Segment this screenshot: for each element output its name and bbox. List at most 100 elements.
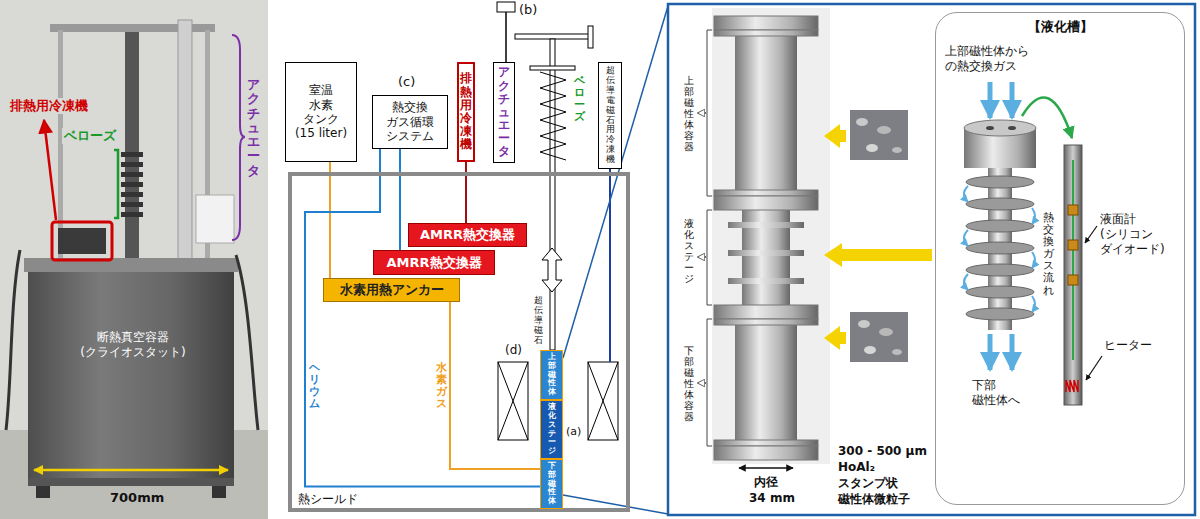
box-label: 液化 ステージ — [548, 403, 556, 456]
schematic-part — [505, 12, 507, 62]
detail-panel-part — [728, 278, 804, 284]
magnet-refrigerator-box: 超伝導電磁石用冷凍機 — [598, 62, 622, 169]
part-label: ベローズ — [574, 75, 585, 123]
box-label: 【液化槽】 — [936, 19, 1184, 35]
detail-panel-part — [714, 190, 818, 196]
tank-illustration-part — [1032, 252, 1035, 268]
tank-illustration-part — [988, 82, 993, 118]
cryostat-photo-part — [121, 192, 143, 197]
helium-line — [305, 149, 540, 487]
detail-panel-part — [714, 16, 818, 30]
tank-illustration-part — [1010, 82, 1015, 118]
hydrogen-line — [450, 302, 540, 469]
tank-illustration-part — [1022, 97, 1072, 138]
detail-panel-part — [668, 4, 1195, 515]
detail-panel-part — [877, 126, 891, 134]
schematic-part — [515, 34, 592, 39]
detail-panel-part — [714, 319, 818, 325]
system-box: 熱交換 ガス循環 システム — [372, 95, 448, 149]
hydrogen-line — [329, 162, 331, 278]
detail-panel-part — [892, 147, 902, 153]
photo-label: 断熱真空容器 (クライオスタット) — [72, 330, 194, 360]
schematic-part — [498, 362, 528, 440]
callout-letter: (d) — [505, 343, 522, 358]
part-label: ヒーター — [1104, 338, 1152, 353]
cryostat-photo-part — [52, 222, 112, 260]
detail-panel-part — [739, 467, 793, 469]
tank-illustration-part — [988, 334, 993, 370]
tank-illustration-part — [964, 120, 1036, 136]
box-label: アクチュエータ — [498, 66, 510, 158]
box-label: 室温 水素 タンク — [301, 83, 341, 126]
tank-illustration-part — [1032, 296, 1035, 312]
tank-illustration-part — [1086, 356, 1102, 380]
amrr-heat-exchanger: AMRR熱交換器 — [373, 250, 495, 275]
tank-illustration-part — [966, 286, 1034, 298]
detail-panel-part — [856, 118, 868, 126]
cryostat-photo-part — [28, 268, 234, 483]
detail-panel-part — [698, 382, 706, 384]
cryostat-photo-part — [58, 228, 106, 254]
schematic-part — [550, 39, 555, 350]
box-label: 水素用熱アンカー — [340, 282, 444, 298]
detail-panel-part — [735, 18, 797, 203]
cryostat-photo-part — [121, 172, 143, 177]
detail-panel-part — [714, 446, 818, 460]
part-label: 下部 磁性体容器 — [684, 345, 694, 422]
detail-panel-part — [824, 124, 846, 148]
flow-label: 熱交換ガス流れ — [1043, 212, 1054, 297]
tank-illustration-part — [966, 242, 1034, 254]
detail-panel — [668, 4, 1195, 515]
box-label: 下部 磁性体 — [548, 462, 556, 506]
detail-panel-part — [707, 319, 712, 446]
detail-panel-part — [858, 320, 870, 328]
detail-panel-part — [850, 110, 908, 160]
box-label: (15 liter) — [295, 126, 347, 140]
box-label: 熱交換 ガス循環 システム — [380, 100, 440, 143]
part-label: 液面計 (シリコン ダイオード) — [1100, 212, 1178, 257]
schematic-part — [609, 162, 611, 362]
box-label: 排熱用冷凍機 — [460, 72, 472, 151]
detail-panel-part — [892, 349, 902, 355]
callout-letter: (b) — [519, 2, 537, 18]
schematic-part — [588, 362, 618, 440]
amrr-heat-exchanger: AMRR熱交換器 — [408, 223, 527, 247]
cryostat-photo-part — [212, 486, 226, 498]
line-label: ヘリウム — [309, 362, 320, 410]
cryostat-photo-part — [28, 478, 234, 486]
material-label: 300 - 500 μm — [838, 444, 927, 459]
tank-illustration-part — [1068, 240, 1078, 250]
detail-panel-part — [714, 440, 818, 446]
material-label: 磁性体微粒子 — [838, 492, 910, 507]
box-label: 上部 磁性体 — [548, 353, 556, 397]
detail-panel-part — [707, 30, 712, 196]
tank-illustration-part — [966, 220, 1034, 232]
detail-panel-part — [707, 210, 712, 305]
box-label: 熱シールド — [298, 492, 358, 506]
cryostat-photo-part — [0, 0, 268, 519]
liquefaction-stage: 液化 ステージ — [540, 400, 563, 459]
cryostat-photo-part — [114, 150, 118, 218]
photo-label: アクチュエータ — [247, 78, 260, 178]
liquefaction-tank: 【液化槽】 — [935, 12, 1185, 505]
tank-illustration-part — [1064, 145, 1082, 405]
detail-panel-part — [714, 305, 818, 319]
detail-panel-part — [850, 312, 908, 362]
schematic-part — [497, 2, 515, 12]
helium-line — [399, 149, 401, 250]
dimension-label: 700mm — [110, 490, 164, 506]
schematic-part — [498, 362, 528, 440]
tank-illustration — [964, 82, 1102, 405]
material-label: HoAl₂ — [838, 460, 875, 475]
detail-panel-part — [728, 250, 804, 256]
part-label: 上部 磁性体容器 — [684, 75, 694, 152]
schematic-part — [588, 362, 618, 440]
schematic-part — [530, 66, 575, 70]
cryostat-photo-part — [58, 30, 63, 260]
part-label: 超伝導磁石 — [534, 296, 543, 345]
detail-panel-part — [879, 328, 893, 336]
cryostat-photo-part — [121, 212, 143, 217]
schematic-part — [563, 6, 668, 358]
dimension-label: 34 mm — [749, 491, 795, 506]
